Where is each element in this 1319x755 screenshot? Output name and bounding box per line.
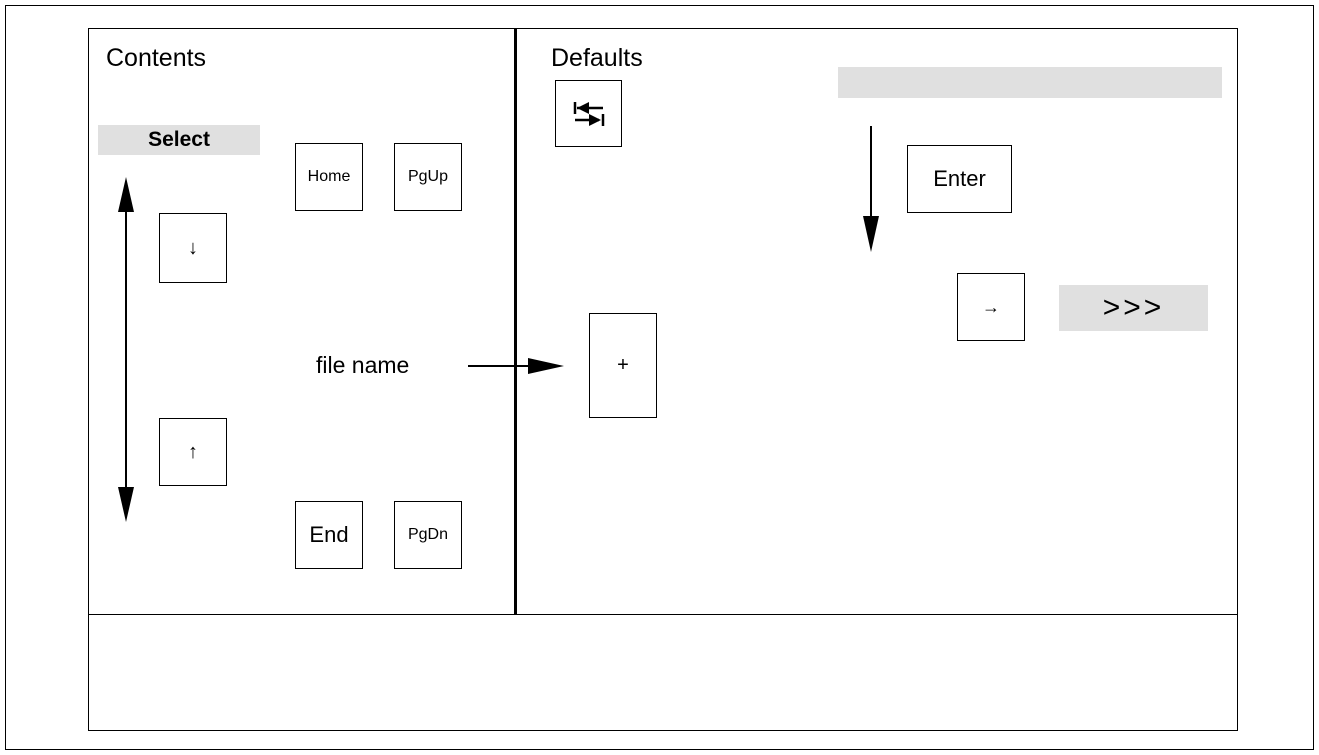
file-name-label: file name	[316, 352, 410, 378]
down-key[interactable]: ↓	[159, 213, 227, 283]
up-key[interactable]: ↑	[159, 418, 227, 486]
select-label: Select	[98, 125, 260, 155]
file-name-arrow	[468, 358, 564, 374]
outer-frame	[5, 5, 1314, 750]
contents-title: Contents	[106, 44, 207, 72]
vertical-double-arrow	[118, 177, 134, 522]
pgup-key[interactable]: PgUp	[394, 143, 462, 211]
home-key[interactable]: Home	[295, 143, 363, 211]
more-label: >>>	[1059, 285, 1208, 331]
panel-divider	[514, 28, 517, 615]
enter-key[interactable]: Enter	[907, 145, 1012, 213]
input-field-bar	[838, 67, 1222, 98]
defaults-title: Defaults	[551, 44, 643, 72]
enter-down-arrow	[863, 126, 879, 252]
swap-arrows-icon	[573, 101, 604, 126]
plus-key[interactable]: +	[589, 313, 657, 418]
swap-arrows-icon[interactable]	[555, 80, 622, 147]
pgdn-key[interactable]: PgDn	[394, 501, 462, 569]
right-key[interactable]: →	[957, 273, 1025, 341]
end-key[interactable]: End	[295, 501, 363, 569]
status-divider	[89, 614, 1237, 615]
main-panel	[88, 28, 1238, 731]
